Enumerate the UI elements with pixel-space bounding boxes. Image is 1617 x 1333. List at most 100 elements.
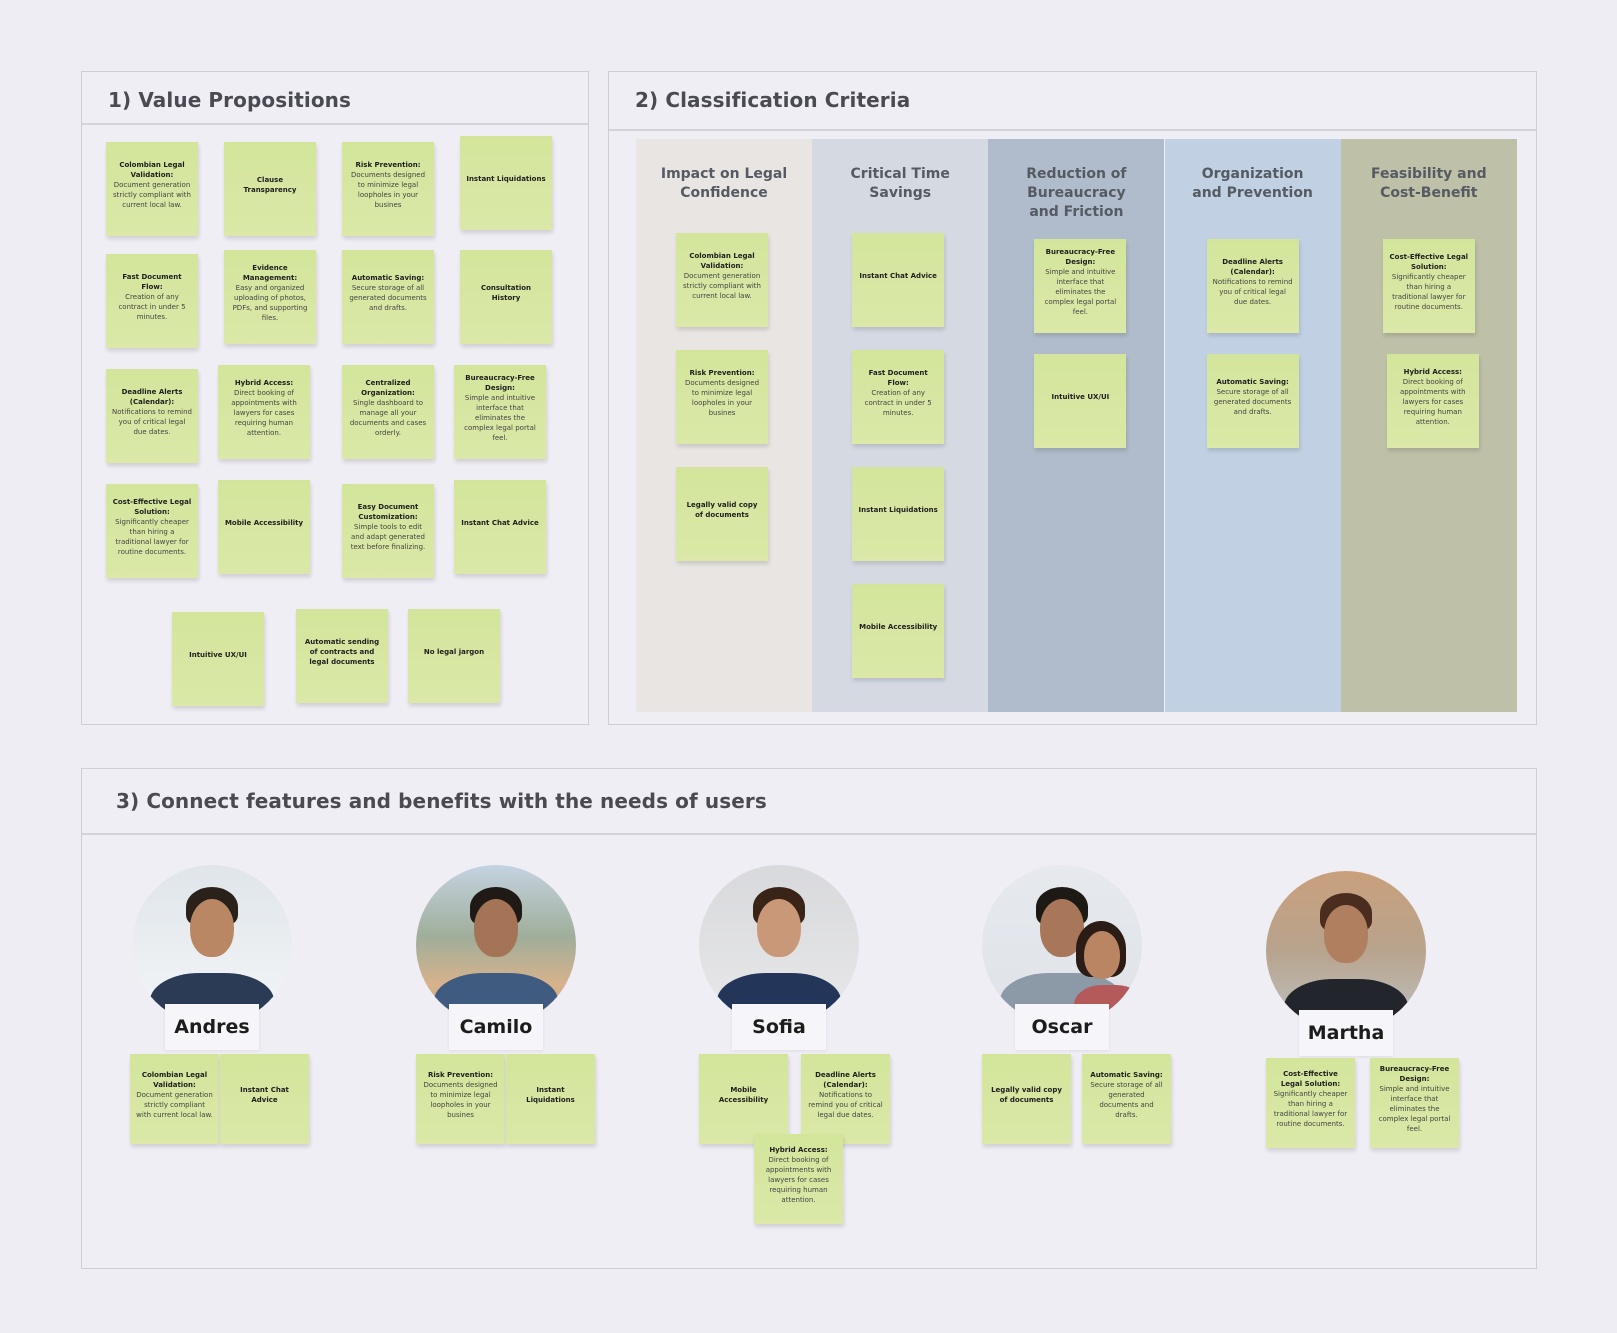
sticky-title: Instant Liquidations <box>526 1086 575 1104</box>
sticky-title: Cost-Effective Legal Solution: <box>1280 1070 1341 1088</box>
sticky-title: Mobile Accessibility <box>224 519 304 527</box>
sticky-title: Mobile Accessibility <box>718 1086 769 1104</box>
sticky-note[interactable]: Mobile Accessibility <box>699 1054 788 1144</box>
sticky-note[interactable]: Automatic sending of contracts and legal… <box>296 609 388 703</box>
frame-user-needs[interactable]: 3) Connect features and benefits with th… <box>81 768 1537 1269</box>
sticky-body: Simple tools to edit and adapt generated… <box>350 523 426 551</box>
sticky-note[interactable]: Instant Liquidations <box>460 136 552 230</box>
sticky-title: Deadline Alerts (Calendar): <box>1222 258 1283 276</box>
sticky-note[interactable]: Intuitive UX/UI <box>172 612 264 706</box>
sticky-note[interactable]: Clause Transparency <box>224 142 316 236</box>
persona-avatar <box>132 865 292 1025</box>
sticky-note[interactable]: Cost-Effective Legal Solution:Significan… <box>1266 1058 1355 1148</box>
frame-value-propositions[interactable]: 1) Value Propositions Colombian Legal Va… <box>81 71 589 725</box>
sticky-note[interactable]: Fast Document Flow: Creation of any contr… <box>106 254 198 348</box>
frame-title: 3) Connect features and benefits with th… <box>116 789 767 813</box>
sticky-body: Documents designed to minimize legal loo… <box>684 379 760 417</box>
sticky-title: Bureaucracy-Free Design: <box>1045 248 1116 266</box>
sticky-title: No legal jargon <box>423 648 485 656</box>
sticky-note[interactable]: Mobile Accessibility <box>218 480 310 574</box>
persona-avatar <box>416 865 576 1025</box>
sticky-note[interactable]: No legal jargon <box>408 609 500 703</box>
sticky-note[interactable]: Instant Liquidations <box>506 1054 595 1144</box>
sticky-note[interactable]: Automatic Saving:Secure storage of all g… <box>1082 1054 1171 1144</box>
sticky-note[interactable]: Evidence Management: Easy and organized u… <box>224 250 316 344</box>
sticky-body: Secure storage of all generated document… <box>1090 1081 1163 1119</box>
sticky-note[interactable]: Hybrid Access:Direct booking of appointm… <box>1386 354 1479 448</box>
sticky-title: Instant Chat Advice <box>859 272 937 280</box>
sticky-note[interactable]: Legally valid copy of documents <box>982 1054 1071 1144</box>
sticky-body: Document generation strictly compliant w… <box>113 181 191 209</box>
sticky-title: Centralized Organization: <box>361 379 415 397</box>
sticky-title: Automatic sending of contracts and legal… <box>304 638 380 666</box>
sticky-note[interactable]: Instant Chat Advice <box>454 480 546 574</box>
sticky-note[interactable]: Instant Chat Advice <box>220 1054 309 1144</box>
sticky-title: Cost-Effective Legal Solution: <box>112 498 192 516</box>
sticky-note[interactable]: Colombian Legal Validation: Document gene… <box>676 233 768 327</box>
frame-title: 2) Classification Criteria <box>635 88 911 112</box>
sticky-body: Significantly cheaper than hiring a trad… <box>1391 273 1466 311</box>
sticky-title: Bureaucracy-Free Design: <box>1379 1065 1450 1083</box>
sticky-note[interactable]: Colombian Legal Validation:Document gene… <box>130 1054 219 1144</box>
sticky-note[interactable]: Consultation History <box>460 250 552 344</box>
sticky-title: Fast Document Flow: <box>868 369 928 387</box>
sticky-body: Simple and intuitive interface that elim… <box>1378 1085 1451 1133</box>
sticky-body: Direct booking of appointments with lawy… <box>765 1156 832 1204</box>
frame-divider <box>82 123 588 125</box>
frame-divider <box>609 129 1536 131</box>
column-header: Critical Time Savings <box>850 166 950 201</box>
sticky-body: Creation of any contract in under 5 minu… <box>118 293 186 321</box>
sticky-note[interactable]: Centralized Organization: Single dashboar… <box>342 365 434 459</box>
sticky-body: Single dashboard to manage all your docu… <box>349 399 427 437</box>
sticky-note[interactable]: Fast Document Flow: Creation of any contr… <box>852 350 945 444</box>
sticky-note[interactable]: Bureaucracy-Free Design:Simple and intui… <box>454 365 546 459</box>
sticky-note[interactable]: Hybrid Access:Direct booking of appointm… <box>754 1134 843 1224</box>
sticky-note[interactable]: Deadline Alerts (Calendar):Notifications… <box>801 1054 890 1144</box>
sticky-note[interactable]: Instant Chat Advice <box>852 233 945 327</box>
sticky-note[interactable]: Risk Prevention:Documents designed to mi… <box>342 142 434 236</box>
sticky-body: Documents designed to minimize legal loo… <box>423 1081 498 1119</box>
sticky-note[interactable]: Cost-Effective Legal Solution:Significan… <box>1382 239 1475 333</box>
sticky-body: Creation of any contract in under 5 minu… <box>864 389 932 417</box>
sticky-note[interactable]: Bureaucracy-Free Design:Simple and intui… <box>1034 239 1127 333</box>
sticky-title: Intuitive UX/UI <box>1051 393 1110 401</box>
sticky-body: Significantly cheaper than hiring a trad… <box>115 518 189 556</box>
sticky-title: Evidence Management: <box>242 264 298 282</box>
person-face <box>474 899 518 957</box>
frame-classification-criteria[interactable]: 2) Classification Criteria Impact on Leg… <box>608 71 1537 725</box>
sticky-note[interactable]: Automatic Saving:Secure storage of all g… <box>342 250 434 344</box>
sticky-note[interactable]: Deadline Alerts (Calendar): Notifications… <box>1206 239 1299 333</box>
sticky-title: Risk Prevention: <box>689 369 755 377</box>
sticky-note[interactable]: Cost-Effective Legal Solution: Significan… <box>106 484 198 578</box>
sticky-note[interactable]: Bureaucracy-Free Design: Simple and intui… <box>1370 1058 1459 1148</box>
sticky-note[interactable]: Intuitive UX/UI <box>1034 354 1127 448</box>
column-header: Organization and Prevention <box>1192 166 1313 201</box>
sticky-note[interactable]: Automatic Saving:Secure storage of all g… <box>1206 354 1299 448</box>
sticky-note[interactable]: Risk Prevention:Documents designed to mi… <box>416 1054 505 1144</box>
sticky-body: Document generation strictly compliant w… <box>683 272 761 300</box>
persona-name: Andres <box>165 1004 259 1050</box>
sticky-title: Colombian Legal Validation: <box>689 252 755 270</box>
sticky-note[interactable]: Mobile Accessibility <box>852 584 945 678</box>
sticky-note[interactable]: Risk Prevention: Documents designed to mi… <box>676 350 768 444</box>
sticky-note[interactable]: Colombian Legal Validation:Document gene… <box>106 142 198 236</box>
sticky-note[interactable]: Deadline Alerts (Calendar):Notifications… <box>106 369 198 463</box>
sticky-body: Easy and organized uploading of photos, … <box>232 284 308 322</box>
sticky-title: Instant Chat Advice <box>461 519 539 527</box>
sticky-title: Fast Document Flow: <box>122 273 182 291</box>
sticky-note[interactable]: Instant Liquidations <box>852 467 945 561</box>
person-face <box>190 899 234 957</box>
sticky-title: Bureaucracy-Free Design: <box>465 374 535 392</box>
sticky-title: Easy Document Customization: <box>357 503 419 521</box>
sticky-note[interactable]: Legally valid copy of documents <box>676 467 768 561</box>
sticky-title: Deadline Alerts (Calendar): <box>815 1071 876 1089</box>
sticky-body: Notifications to remind you of critical … <box>1212 278 1293 306</box>
sticky-note[interactable]: Easy Document Customization: Simple tools… <box>342 484 434 578</box>
column-header: Impact on Legal Confidence <box>660 166 788 201</box>
sticky-note[interactable]: Hybrid Access:Direct booking of appointm… <box>218 365 310 459</box>
